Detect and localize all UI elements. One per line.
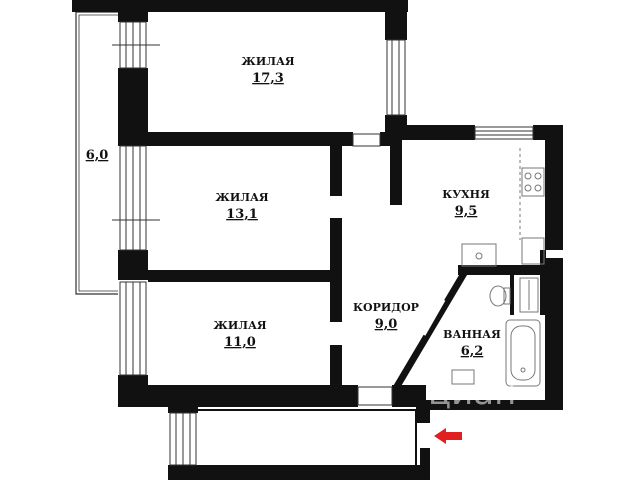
room-name-corridor: КОРИДОР xyxy=(353,301,419,314)
room-name-living-middle: ЖИЛАЯ xyxy=(215,191,269,204)
service-strip xyxy=(198,409,417,465)
room-area-balcony: 6,0 xyxy=(86,148,109,163)
room-area-living-middle: 13,1 xyxy=(226,207,258,222)
toilet-partition xyxy=(510,250,546,315)
room-name-bathroom: ВАННАЯ xyxy=(443,328,501,341)
windows xyxy=(112,21,534,466)
room-name-living-bottom: ЖИЛАЯ xyxy=(213,319,267,332)
washbasin-icon xyxy=(519,277,539,313)
watermark: циан xyxy=(428,373,516,413)
room-area-bathroom: 6,2 xyxy=(461,344,484,359)
bathtub-icon xyxy=(505,319,541,387)
room-area-kitchen: 9,5 xyxy=(455,204,478,219)
sink-icon xyxy=(461,243,497,267)
room-area-living-top: 17,3 xyxy=(252,71,284,86)
walls xyxy=(72,0,563,480)
room-area-living-bottom: 11,0 xyxy=(224,335,256,350)
bathroom-diagonal-wall xyxy=(392,270,470,388)
bathroom-sink-icon xyxy=(451,369,475,385)
room-name-kitchen: КУХНЯ xyxy=(442,188,490,201)
stove-icon xyxy=(519,148,545,240)
toilet-icon xyxy=(489,285,511,307)
room-area-corridor: 9,0 xyxy=(375,317,398,332)
kitchen-cabinet xyxy=(521,237,545,265)
room-name-living-top: ЖИЛАЯ xyxy=(241,55,295,68)
entrance-arrow-icon xyxy=(434,428,462,444)
